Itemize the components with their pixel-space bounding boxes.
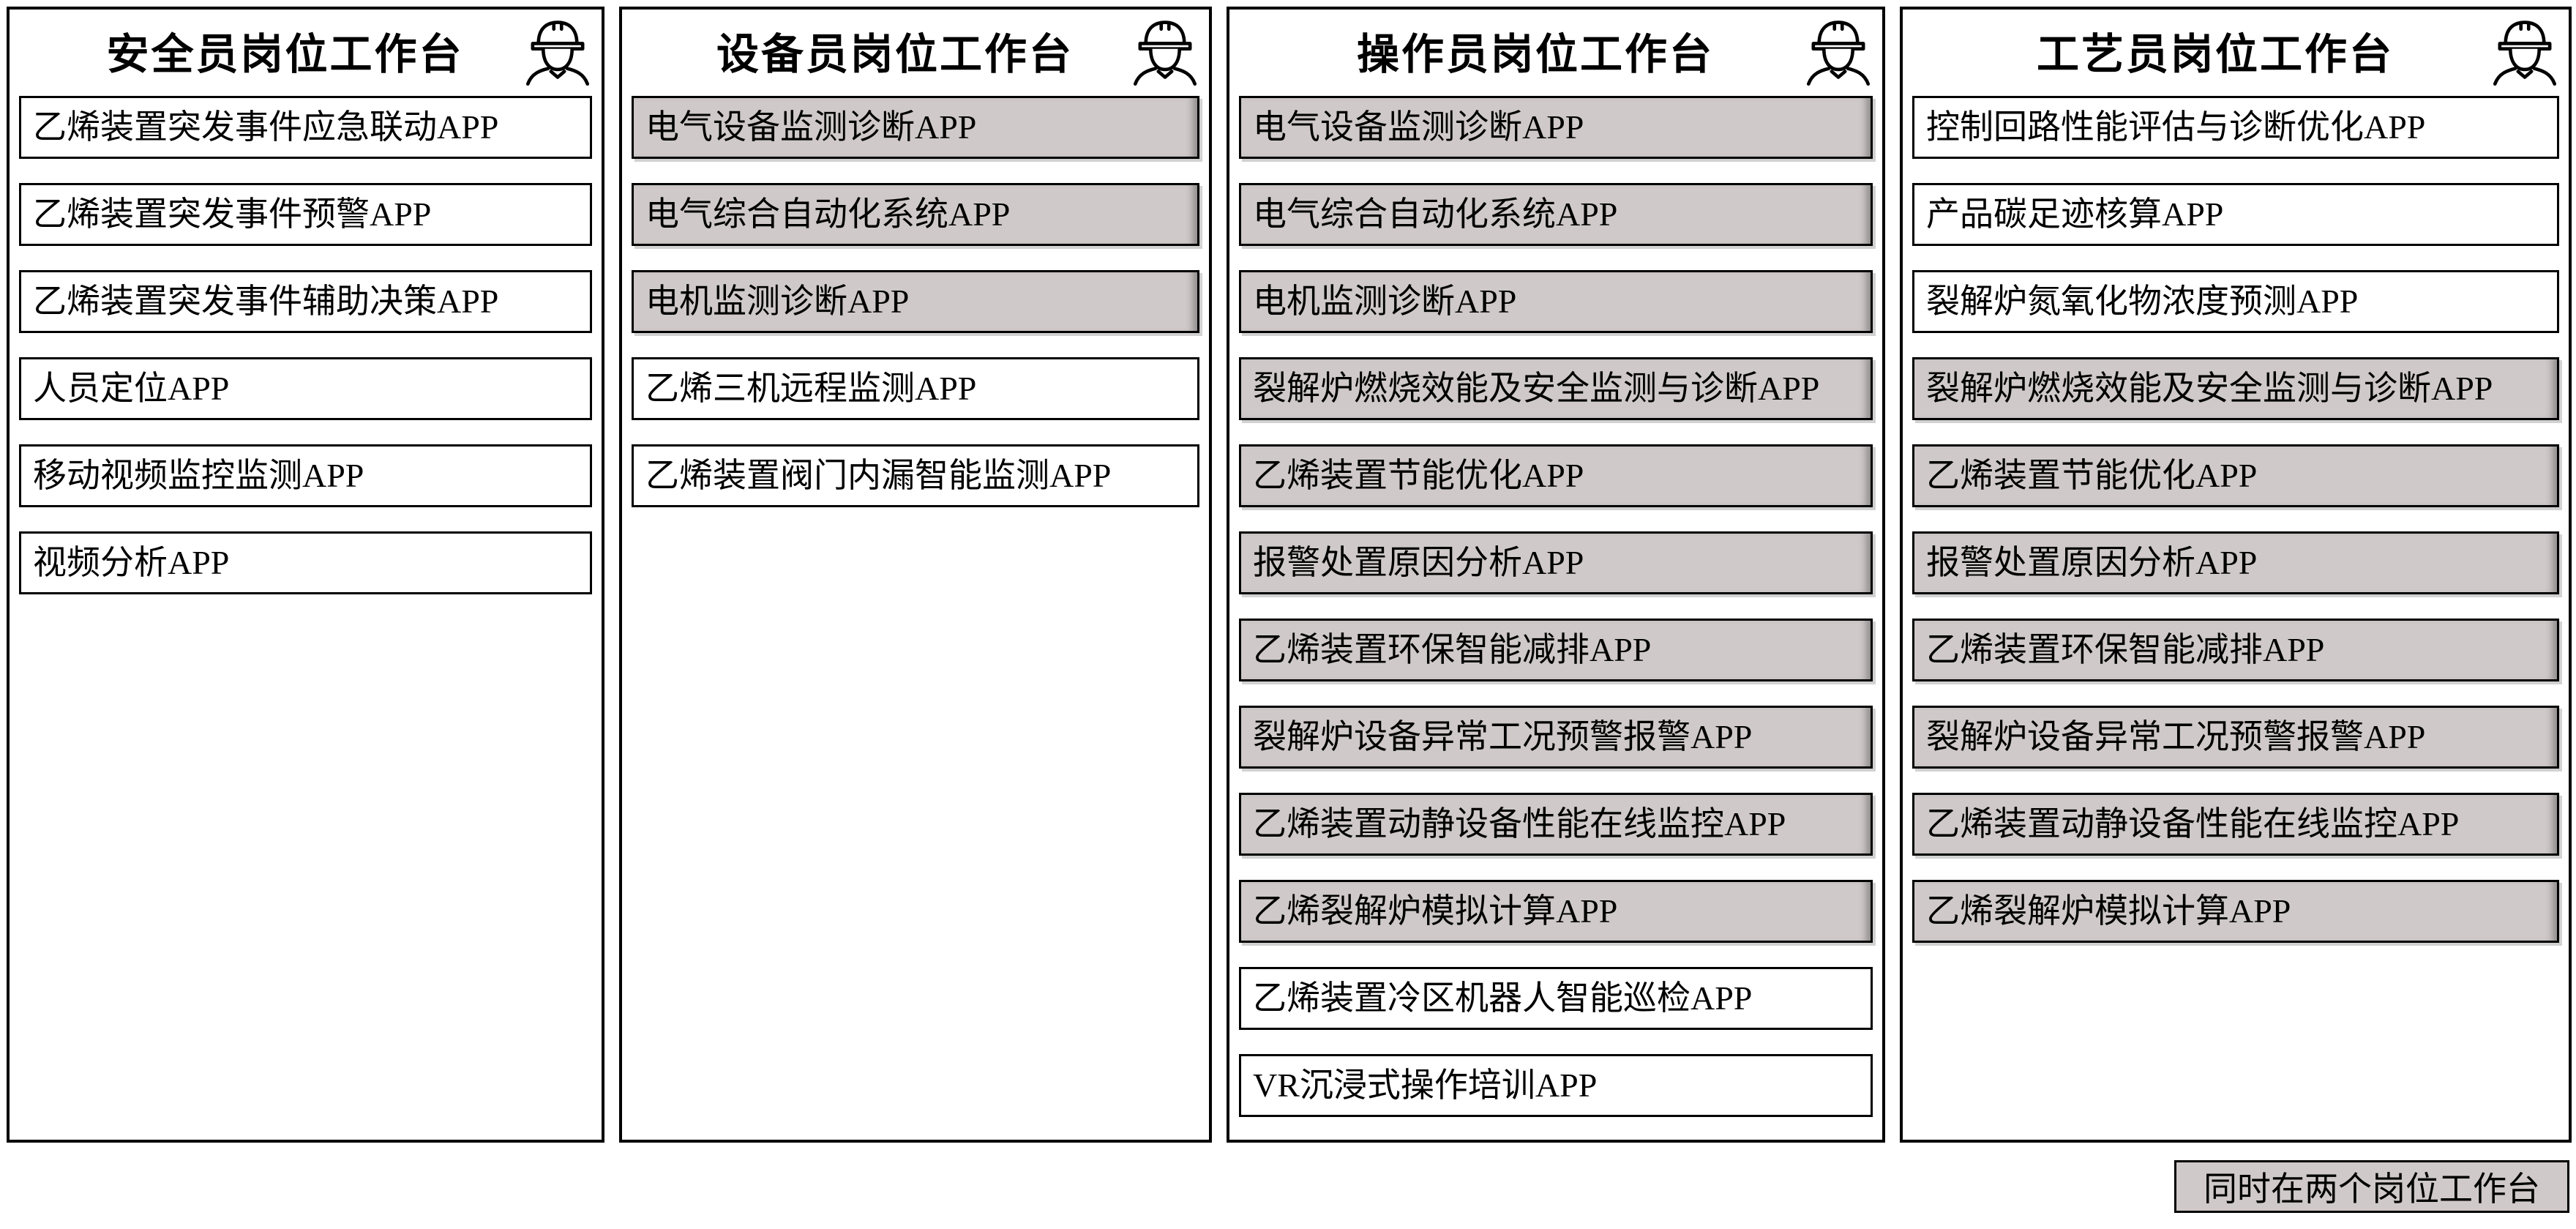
workstation-panel-2: 设备员岗位工作台电气设备监测诊断APP 电气综合自动化系统APP 电机监测诊断APP… xyxy=(619,7,1212,1143)
app-button[interactable]: 控制回路性能评估与诊断优化APP xyxy=(1912,96,2559,159)
app-button[interactable]: 电气综合自动化系统APP xyxy=(632,183,1199,246)
workstation-panel-4: 工艺员岗位工作台控制回路性能评估与诊断优化APP 产品碳足迹核算APP 裂解炉氮氧化… xyxy=(1900,7,2572,1143)
workstation-title: 工艺员岗位工作台 xyxy=(2036,31,2394,78)
app-button[interactable]: 电气设备监测诊断APP xyxy=(632,96,1199,159)
app-button[interactable]: 电机监测诊断APP xyxy=(1239,270,1873,333)
app-list: 电气设备监测诊断APP 电气综合自动化系统APP 电机监测诊断APP 乙烯三机远程监测… xyxy=(622,91,1209,507)
workstation-header: 工艺员岗位工作台 xyxy=(1903,10,2569,91)
app-button[interactable]: 移动视频监控监测APP xyxy=(19,444,592,507)
app-button[interactable]: 裂解炉氮氧化物浓度预测APP xyxy=(1912,270,2559,333)
app-button[interactable]: 乙烯三机远程监测APP xyxy=(632,357,1199,420)
app-button[interactable]: 人员定位APP xyxy=(19,357,592,420)
app-button[interactable]: 电机监测诊断APP xyxy=(632,270,1199,333)
app-list: 电气设备监测诊断APP 电气综合自动化系统APP 电机监测诊断APP 裂解炉燃烧效能及… xyxy=(1229,91,1882,1117)
app-button[interactable]: 乙烯装置突发事件辅助决策APP xyxy=(19,270,592,333)
app-button[interactable]: 乙烯装置环保智能减排APP xyxy=(1912,619,2559,681)
worker-helmet-icon xyxy=(1131,15,1199,87)
app-button[interactable]: 裂解炉燃烧效能及安全监测与诊断APP xyxy=(1239,357,1873,420)
workstation-header: 安全员岗位工作台 xyxy=(10,10,602,91)
app-button[interactable]: 产品碳足迹核算APP xyxy=(1912,183,2559,246)
app-button[interactable]: 乙烯装置突发事件应急联动APP xyxy=(19,96,592,159)
app-list: 控制回路性能评估与诊断优化APP 产品碳足迹核算APP 裂解炉氮氧化物浓度预测APP… xyxy=(1903,91,2569,943)
workstation-header: 操作员岗位工作台 xyxy=(1229,10,1882,91)
app-list: 乙烯装置突发事件应急联动APP 乙烯装置突发事件预警APP 乙烯装置突发事件辅助决策… xyxy=(10,91,602,594)
workstation-header: 设备员岗位工作台 xyxy=(622,10,1209,91)
workstation-title: 安全员岗位工作台 xyxy=(106,31,464,78)
app-button[interactable]: 报警处置原因分析APP xyxy=(1239,531,1873,594)
legend-shared-apps: 同时在两个岗位工作台 xyxy=(2174,1160,2569,1213)
workstation-title: 设备员岗位工作台 xyxy=(716,31,1074,78)
worker-helmet-icon xyxy=(524,15,591,87)
app-button[interactable]: 电气设备监测诊断APP xyxy=(1239,96,1873,159)
app-button[interactable]: 乙烯裂解炉模拟计算APP xyxy=(1912,880,2559,943)
app-button[interactable]: 乙烯装置动静设备性能在线监控APP xyxy=(1912,793,2559,856)
app-button[interactable]: 乙烯装置环保智能减排APP xyxy=(1239,619,1873,681)
app-button[interactable]: 报警处置原因分析APP xyxy=(1912,531,2559,594)
app-button[interactable]: 乙烯装置冷区机器人智能巡检APP xyxy=(1239,967,1873,1030)
app-button[interactable]: 乙烯装置突发事件预警APP xyxy=(19,183,592,246)
app-button[interactable]: 乙烯裂解炉模拟计算APP xyxy=(1239,880,1873,943)
app-button[interactable]: 乙烯装置节能优化APP xyxy=(1239,444,1873,507)
app-button[interactable]: 裂解炉设备异常工况预警报警APP xyxy=(1239,706,1873,769)
app-button[interactable]: 乙烯装置动静设备性能在线监控APP xyxy=(1239,793,1873,856)
app-button[interactable]: 裂解炉设备异常工况预警报警APP xyxy=(1912,706,2559,769)
app-button[interactable]: 乙烯装置节能优化APP xyxy=(1912,444,2559,507)
app-button[interactable]: 乙烯装置阀门内漏智能监测APP xyxy=(632,444,1199,507)
workstation-title: 操作员岗位工作台 xyxy=(1356,31,1714,78)
app-button[interactable]: 裂解炉燃烧效能及安全监测与诊断APP xyxy=(1912,357,2559,420)
app-button[interactable]: 视频分析APP xyxy=(19,531,592,594)
app-button[interactable]: 电气综合自动化系统APP xyxy=(1239,183,1873,246)
worker-helmet-icon xyxy=(2491,15,2558,87)
worker-helmet-icon xyxy=(1805,15,1872,87)
app-button[interactable]: VR沉浸式操作培训APP xyxy=(1239,1054,1873,1117)
workstation-panel-3: 操作员岗位工作台电气设备监测诊断APP 电气综合自动化系统APP 电机监测诊断APP… xyxy=(1227,7,1885,1143)
